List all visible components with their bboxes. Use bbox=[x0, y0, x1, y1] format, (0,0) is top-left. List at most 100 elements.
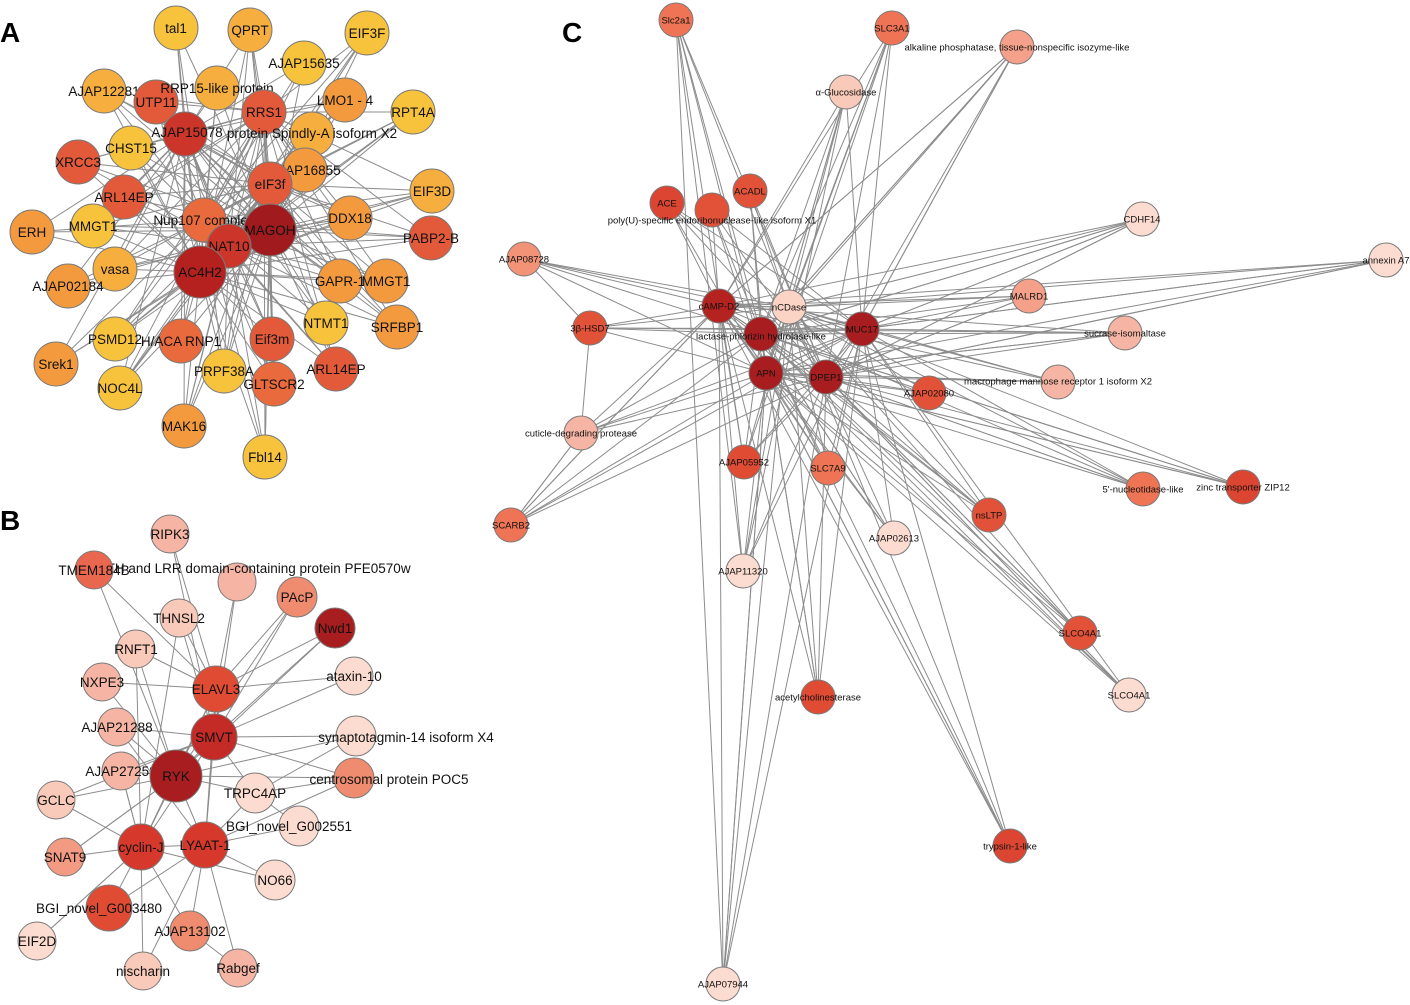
panel-a-node-circle bbox=[33, 341, 79, 387]
panel-c-node: 5'-nucleotidase-like bbox=[1102, 471, 1184, 507]
panel-a-node-circle bbox=[70, 203, 116, 249]
panel-c-node: AJAP11320 bbox=[718, 553, 768, 589]
panel-c-node: MUC17 bbox=[844, 311, 880, 347]
panel-c-node-circle bbox=[743, 316, 779, 352]
panel-a-edge bbox=[55, 271, 201, 365]
panel-a-node: UTP11 bbox=[133, 79, 179, 125]
panel-c-node-label: AJAP02080 bbox=[904, 388, 954, 399]
panel-a-node-circle bbox=[317, 258, 363, 304]
panel-b-node-circle bbox=[159, 598, 199, 638]
panel-c-edge bbox=[760, 333, 819, 698]
panel-c-node-label: 3β-HSD7 bbox=[570, 323, 609, 334]
panel-a-edge bbox=[184, 62, 305, 135]
panel-a-node-circle bbox=[108, 125, 154, 171]
panel-a-node: ERH bbox=[9, 209, 55, 255]
panel-c-node: APN bbox=[748, 355, 784, 391]
panel-c-node: zinc transporter ZIP12 bbox=[1196, 469, 1290, 505]
panel-c-node: alkaline phosphatase, tissue-nonspecific… bbox=[905, 29, 1129, 65]
panel-c-edge bbox=[742, 91, 847, 572]
panel-a-node-circle bbox=[45, 263, 91, 309]
panel-c-node: AJAP07944 bbox=[698, 966, 748, 1002]
panel-b-node: cyclin-J bbox=[117, 823, 165, 871]
panel-c-edge bbox=[861, 328, 895, 539]
panel-a-node-circle bbox=[409, 168, 455, 214]
panel-c-node-label: macrophage mannose receptor 1 isoform X2 bbox=[964, 376, 1152, 387]
panel-a-node: EIF3D bbox=[409, 168, 455, 214]
panel-a-node-label: AC4H2 bbox=[178, 265, 222, 280]
panel-a-node: MMGT1 bbox=[69, 203, 117, 249]
panel-a-node-circle bbox=[327, 195, 373, 241]
panel-c-node-circle bbox=[992, 828, 1028, 864]
panel-b-node: Rabgef bbox=[216, 948, 260, 988]
panel-c-node-label: lactase-phlorizin hydrolase-like bbox=[696, 331, 826, 342]
panel-a-node-label: eIF3f bbox=[255, 177, 286, 192]
panel-c-edge bbox=[788, 306, 1059, 383]
panel-b-node: MATH and LRR domain-containing protein P… bbox=[87, 561, 411, 602]
panel-c-node-label: Slc2a1 bbox=[661, 15, 690, 26]
panel-c-node-label: ACE bbox=[657, 198, 677, 209]
panel-c-node-label: 5'-nucleotidase-like bbox=[1102, 484, 1183, 495]
panel-c-node-label: SCARB2 bbox=[492, 520, 530, 531]
panel-b-node: nischarin bbox=[116, 951, 170, 991]
panel-a-node-label: DDX18 bbox=[328, 211, 372, 226]
panel-c-edge bbox=[589, 327, 767, 374]
panel-a-node-circle bbox=[408, 215, 454, 261]
panel-c-node: nsLTP bbox=[971, 497, 1007, 533]
panel-c-node-label: cuticle-degrading protease bbox=[525, 428, 637, 439]
panel-a-node: AJAP12281 bbox=[68, 68, 140, 114]
panel-c-node: 3β-HSD7 bbox=[570, 310, 610, 346]
panel-c-edge bbox=[510, 376, 827, 526]
panel-c-edge bbox=[760, 333, 895, 539]
panel-c-node-label: AJAP11320 bbox=[718, 566, 767, 577]
panel-a-node-label: H/ACA RNP1 bbox=[141, 334, 221, 349]
panel-a-node-label: ERH bbox=[18, 225, 47, 240]
panel-a-edge bbox=[203, 190, 433, 221]
panel-c-node-label: α-Glucosidase bbox=[816, 87, 877, 98]
panel-a-node: AJAP15078 bbox=[151, 111, 223, 157]
panel-c-edge bbox=[718, 27, 893, 307]
panel-c-node-label: DPEP1 bbox=[810, 372, 841, 383]
panel-a-node-circle bbox=[97, 365, 143, 411]
panel-c-edge bbox=[788, 218, 1143, 308]
panel-b-node-circle bbox=[335, 715, 377, 757]
panel-c-node-label: nsLTP bbox=[976, 510, 1003, 521]
panel-a-edge bbox=[103, 90, 271, 231]
panel-c-edge bbox=[861, 328, 1011, 847]
panel-c-node-label: SLCO4A1 bbox=[1108, 690, 1151, 701]
panel-a-node: RRP15-like protein bbox=[160, 65, 274, 111]
panel-a-node-circle bbox=[55, 139, 101, 185]
panel-b-node-label: centrosomal protein POC5 bbox=[309, 772, 468, 787]
panel-c-edge bbox=[743, 333, 762, 463]
panel-a-node-circle bbox=[133, 79, 179, 125]
panel-c-node-circle bbox=[506, 241, 542, 277]
panel-c-node-circle bbox=[771, 289, 807, 325]
panel-c-edge bbox=[589, 305, 720, 329]
panel-a-node: ARL14EP bbox=[306, 346, 366, 392]
panel-c-node: SLCO4A1 bbox=[1108, 677, 1151, 713]
panel-a-node-circle bbox=[9, 209, 55, 255]
panel-b-node: AJAP27258 bbox=[85, 751, 157, 791]
panel-c-node-circle bbox=[649, 185, 685, 221]
panel-a-node: H/ACA RNP1 bbox=[141, 318, 221, 364]
panel-c-node: lactase-phlorizin hydrolase-like bbox=[696, 316, 826, 352]
panel-c-node-label: AJAP08728 bbox=[499, 254, 549, 265]
panel-c-edge bbox=[760, 218, 1143, 335]
panel-c-node-circle bbox=[1124, 201, 1160, 237]
panel-c-edge bbox=[861, 259, 1387, 330]
panel-b-edge bbox=[135, 648, 142, 848]
panel-c-node: nCDase bbox=[771, 289, 807, 325]
panel-c-edge bbox=[580, 305, 720, 434]
panel-b-node: AJAP21288 bbox=[81, 707, 153, 747]
panel-c-node-circle bbox=[1225, 469, 1261, 505]
panel-c-node: SLC3A1 bbox=[874, 10, 910, 46]
panel-a-node: MAGOH bbox=[243, 203, 297, 257]
panel-b-edge bbox=[213, 736, 355, 779]
panel-c-edge bbox=[825, 27, 893, 378]
panel-a-edge bbox=[114, 219, 205, 340]
panel-b-node-label: AJAP21288 bbox=[81, 720, 152, 735]
panel-a-node: QPRT bbox=[227, 7, 273, 53]
panel-a-node-label: vasa bbox=[101, 262, 130, 277]
panel-c-edge bbox=[722, 372, 767, 985]
